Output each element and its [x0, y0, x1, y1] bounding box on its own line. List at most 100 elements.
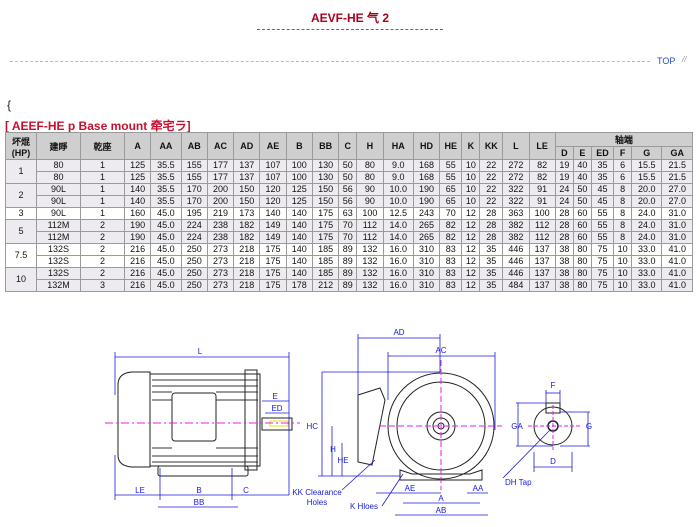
cell-value: 50	[572, 195, 592, 208]
cell-value: 60	[572, 219, 592, 232]
header-col-kk: KK	[479, 132, 504, 160]
cell-value: 45.0	[150, 207, 182, 220]
dim-label-AC: AC	[435, 346, 446, 355]
cell-value: 60	[572, 207, 592, 220]
cell-value: 55	[590, 231, 615, 244]
cell-value: 132	[356, 267, 384, 280]
cell-value: 177	[206, 171, 235, 184]
cell-value: 10.0	[382, 195, 414, 208]
cell-value: 9.0	[382, 159, 414, 172]
cell-value: 27.0	[661, 183, 693, 196]
cell-value: 10	[461, 195, 481, 208]
cell-frame: 112M	[36, 231, 81, 244]
cell-value: 22	[479, 195, 504, 208]
cell-value: 137	[528, 279, 556, 292]
cell-value: 273	[206, 267, 235, 280]
cell-value: 75	[590, 243, 615, 256]
header-frame: 建睜	[36, 132, 81, 160]
cell-value: 24	[554, 183, 574, 196]
cell-value: 55	[439, 171, 463, 184]
cell-value: 200	[206, 183, 235, 196]
cell-value: 19	[554, 171, 574, 184]
header-col-a: A	[123, 132, 152, 160]
dim-label-B: B	[196, 486, 201, 495]
cell-value: 224	[180, 231, 208, 244]
header-shaft-ga: GA	[661, 146, 693, 160]
cell-value: 182	[233, 219, 261, 232]
cell-value: 41.0	[661, 255, 693, 268]
shaft-end-view: F GA G D DH Tap	[502, 381, 592, 487]
cell-value: 100	[528, 207, 556, 220]
cell-value: 150	[311, 195, 340, 208]
dim-label-H: H	[330, 445, 336, 454]
cell-value: 6	[613, 159, 633, 172]
cell-value: 190	[123, 231, 152, 244]
top-link[interactable]: TOP	[657, 56, 676, 66]
cell-poles: 2	[80, 231, 125, 244]
cell-value: 218	[233, 243, 261, 256]
front-centerlines	[380, 360, 502, 490]
header-col-he: HE	[439, 132, 463, 160]
cell-value: 175	[311, 207, 340, 220]
cell-value: 250	[180, 243, 208, 256]
cell-value: 382	[502, 219, 530, 232]
header-col-aa: AA	[150, 132, 182, 160]
cell-value: 12	[461, 255, 481, 268]
cell-value: 22	[479, 183, 504, 196]
cell-value: 238	[206, 231, 235, 244]
cell-value: 80	[356, 159, 384, 172]
cell-value: 12	[461, 219, 481, 232]
dim-label-L: L	[198, 347, 203, 356]
cell-hp: 2	[5, 183, 37, 208]
header-col-bb: BB	[311, 132, 340, 160]
header-hp: 坏焜 (HP)	[5, 132, 37, 160]
cell-value: 63	[338, 207, 358, 220]
cell-value: 33.0	[631, 255, 663, 268]
cell-poles: 1	[80, 171, 125, 184]
cell-value: 125	[123, 171, 152, 184]
cell-value: 218	[233, 279, 261, 292]
cell-value: 80	[572, 279, 592, 292]
cell-poles: 2	[80, 267, 125, 280]
cell-value: 484	[502, 279, 530, 292]
header-shaft-ed: ED	[590, 146, 615, 160]
cell-value: 40	[572, 171, 592, 184]
cell-value: 140	[285, 255, 313, 268]
header-col-c: C	[338, 132, 358, 160]
cell-value: 28	[479, 219, 504, 232]
header-shaft-group: 轴端	[554, 132, 694, 147]
cell-value: 80	[572, 255, 592, 268]
cell-value: 10	[613, 279, 633, 292]
cell-value: 12	[461, 243, 481, 256]
cell-value: 83	[439, 267, 463, 280]
cell-frame: 132M	[36, 279, 81, 292]
dim-label-F: F	[551, 381, 556, 390]
cell-value: 22	[479, 159, 504, 172]
cell-value: 45.0	[150, 279, 182, 292]
header-col-l: L	[502, 132, 530, 160]
cell-value: 83	[439, 279, 463, 292]
dim-label-E: E	[272, 392, 277, 401]
cell-value: 55	[590, 219, 615, 232]
dim-label-AB: AB	[436, 506, 447, 515]
cell-frame: 80	[36, 171, 81, 184]
cell-frame: 80	[36, 159, 81, 172]
cell-value: 38	[554, 255, 574, 268]
cell-value: 12.5	[382, 207, 414, 220]
cell-value: 10	[613, 255, 633, 268]
cell-value: 16.0	[382, 255, 414, 268]
terminal-box-front	[357, 387, 386, 466]
dim-label-HE: HE	[337, 456, 348, 465]
cell-value: 140	[259, 207, 287, 220]
cell-value: 140	[285, 219, 313, 232]
cell-hp: 5	[5, 219, 37, 244]
cell-value: 130	[311, 159, 340, 172]
cell-value: 137	[528, 243, 556, 256]
cell-value: 35	[479, 243, 504, 256]
cell-value: 45.0	[150, 255, 182, 268]
cell-value: 24.0	[631, 231, 663, 244]
cell-value: 238	[206, 219, 235, 232]
cell-value: 24.0	[631, 207, 663, 220]
